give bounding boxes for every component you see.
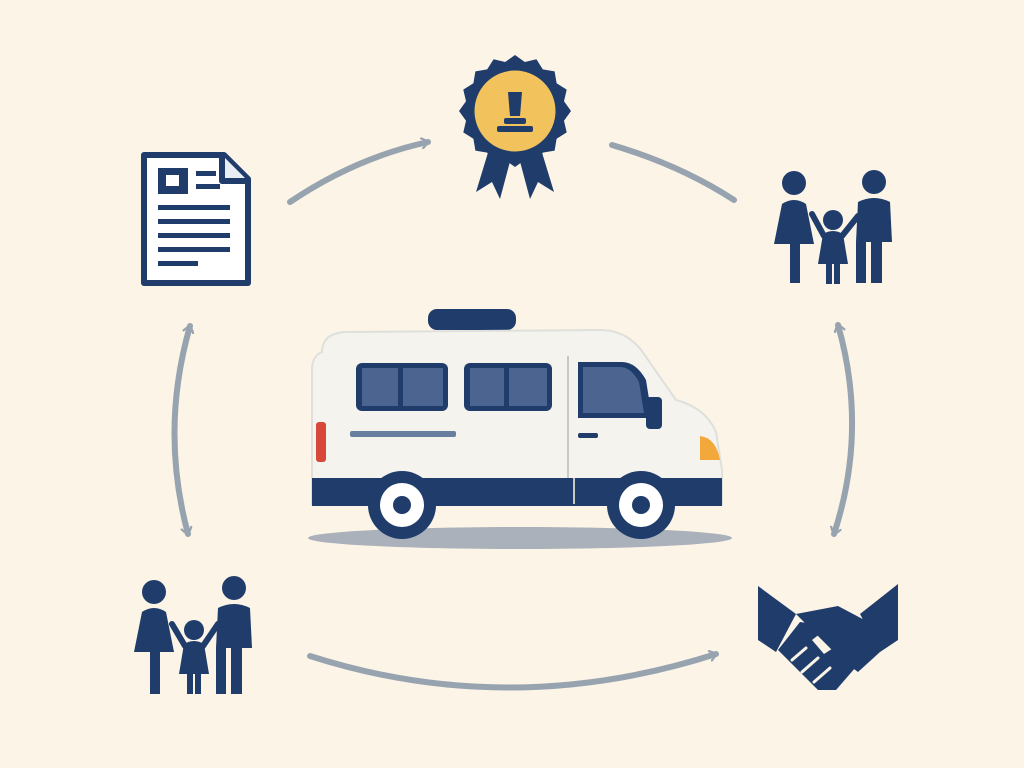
family-icon bbox=[774, 170, 892, 284]
arrow-document-to-family bbox=[171, 323, 190, 537]
arrow-document-to-award bbox=[287, 142, 431, 205]
arrow-award-to-family bbox=[609, 142, 737, 203]
document-icon bbox=[141, 152, 251, 286]
van-icon bbox=[308, 309, 732, 549]
family-icon bbox=[134, 576, 252, 694]
arrow-family-to-handshake bbox=[834, 322, 856, 537]
award-ribbon-icon bbox=[459, 55, 571, 199]
arrow-family-to-handshake-bottom bbox=[307, 654, 719, 691]
handshake-icon bbox=[758, 584, 898, 690]
arrows bbox=[171, 142, 856, 691]
van-shadow bbox=[308, 527, 732, 549]
